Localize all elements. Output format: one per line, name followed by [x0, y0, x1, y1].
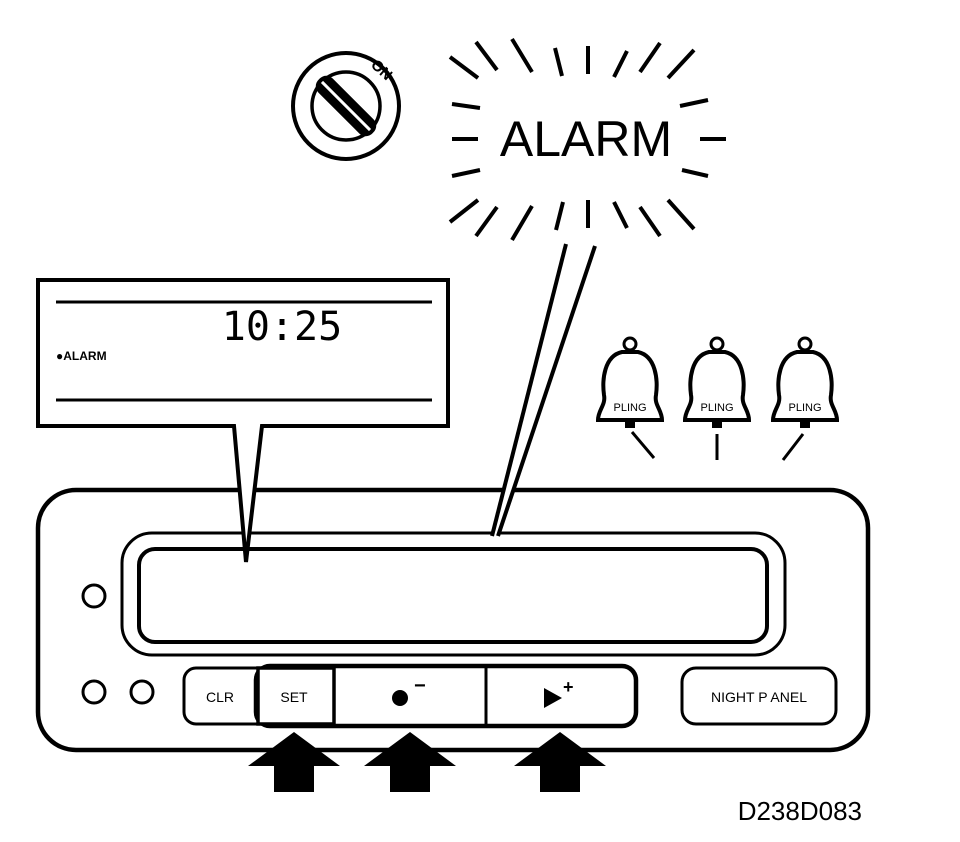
- indicator-light: [81, 583, 107, 609]
- arrow-up-icon: [248, 732, 340, 792]
- arrow-up-icon: [364, 732, 456, 792]
- alarm-burst: [448, 37, 726, 242]
- bell-label: PLING: [788, 402, 821, 414]
- key-slot-icon: [315, 75, 377, 137]
- indicator-light: [129, 679, 155, 705]
- set-button-label: SET: [280, 689, 308, 705]
- minus-button[interactable]: −: [392, 668, 488, 724]
- display-time: 10:25: [222, 304, 342, 350]
- dot-icon: [392, 690, 408, 706]
- display-callout: 10:25 ●ALARM: [36, 278, 450, 563]
- alarm-burst-label: ALARM: [500, 111, 672, 167]
- bells: PLING PLING PLING: [595, 336, 840, 461]
- night-panel-button[interactable]: NIGHT P ANEL: [680, 666, 838, 726]
- clr-button-label: CLR: [206, 689, 234, 705]
- plus-symbol: +: [563, 677, 574, 697]
- bell-label: PLING: [700, 402, 733, 414]
- bell-icon: PLING: [682, 336, 752, 460]
- arrow-up-icon: [514, 732, 606, 792]
- display-mode-label: ●ALARM: [56, 349, 107, 363]
- display-window: [137, 547, 769, 644]
- play-arrow-icon: [544, 688, 562, 708]
- button-group-frame: [253, 663, 639, 729]
- plus-button[interactable]: +: [544, 677, 574, 708]
- figure-code: D238D083: [738, 796, 862, 826]
- press-arrows: [248, 732, 606, 792]
- bell-icon: PLING: [595, 336, 665, 459]
- radio-unit: CLR SET − + NIGHT P ANEL: [35, 487, 871, 753]
- bell-icon: PLING: [770, 336, 840, 461]
- bell-label: PLING: [613, 402, 646, 414]
- minus-symbol: −: [414, 675, 426, 697]
- ignition-switch: ON: [291, 51, 401, 161]
- alarm-pointer: [490, 243, 597, 537]
- set-button-group: SET − +: [253, 663, 639, 729]
- set-button[interactable]: SET: [256, 666, 336, 726]
- night-panel-button-label: NIGHT P ANEL: [711, 689, 807, 705]
- indicator-light: [81, 679, 107, 705]
